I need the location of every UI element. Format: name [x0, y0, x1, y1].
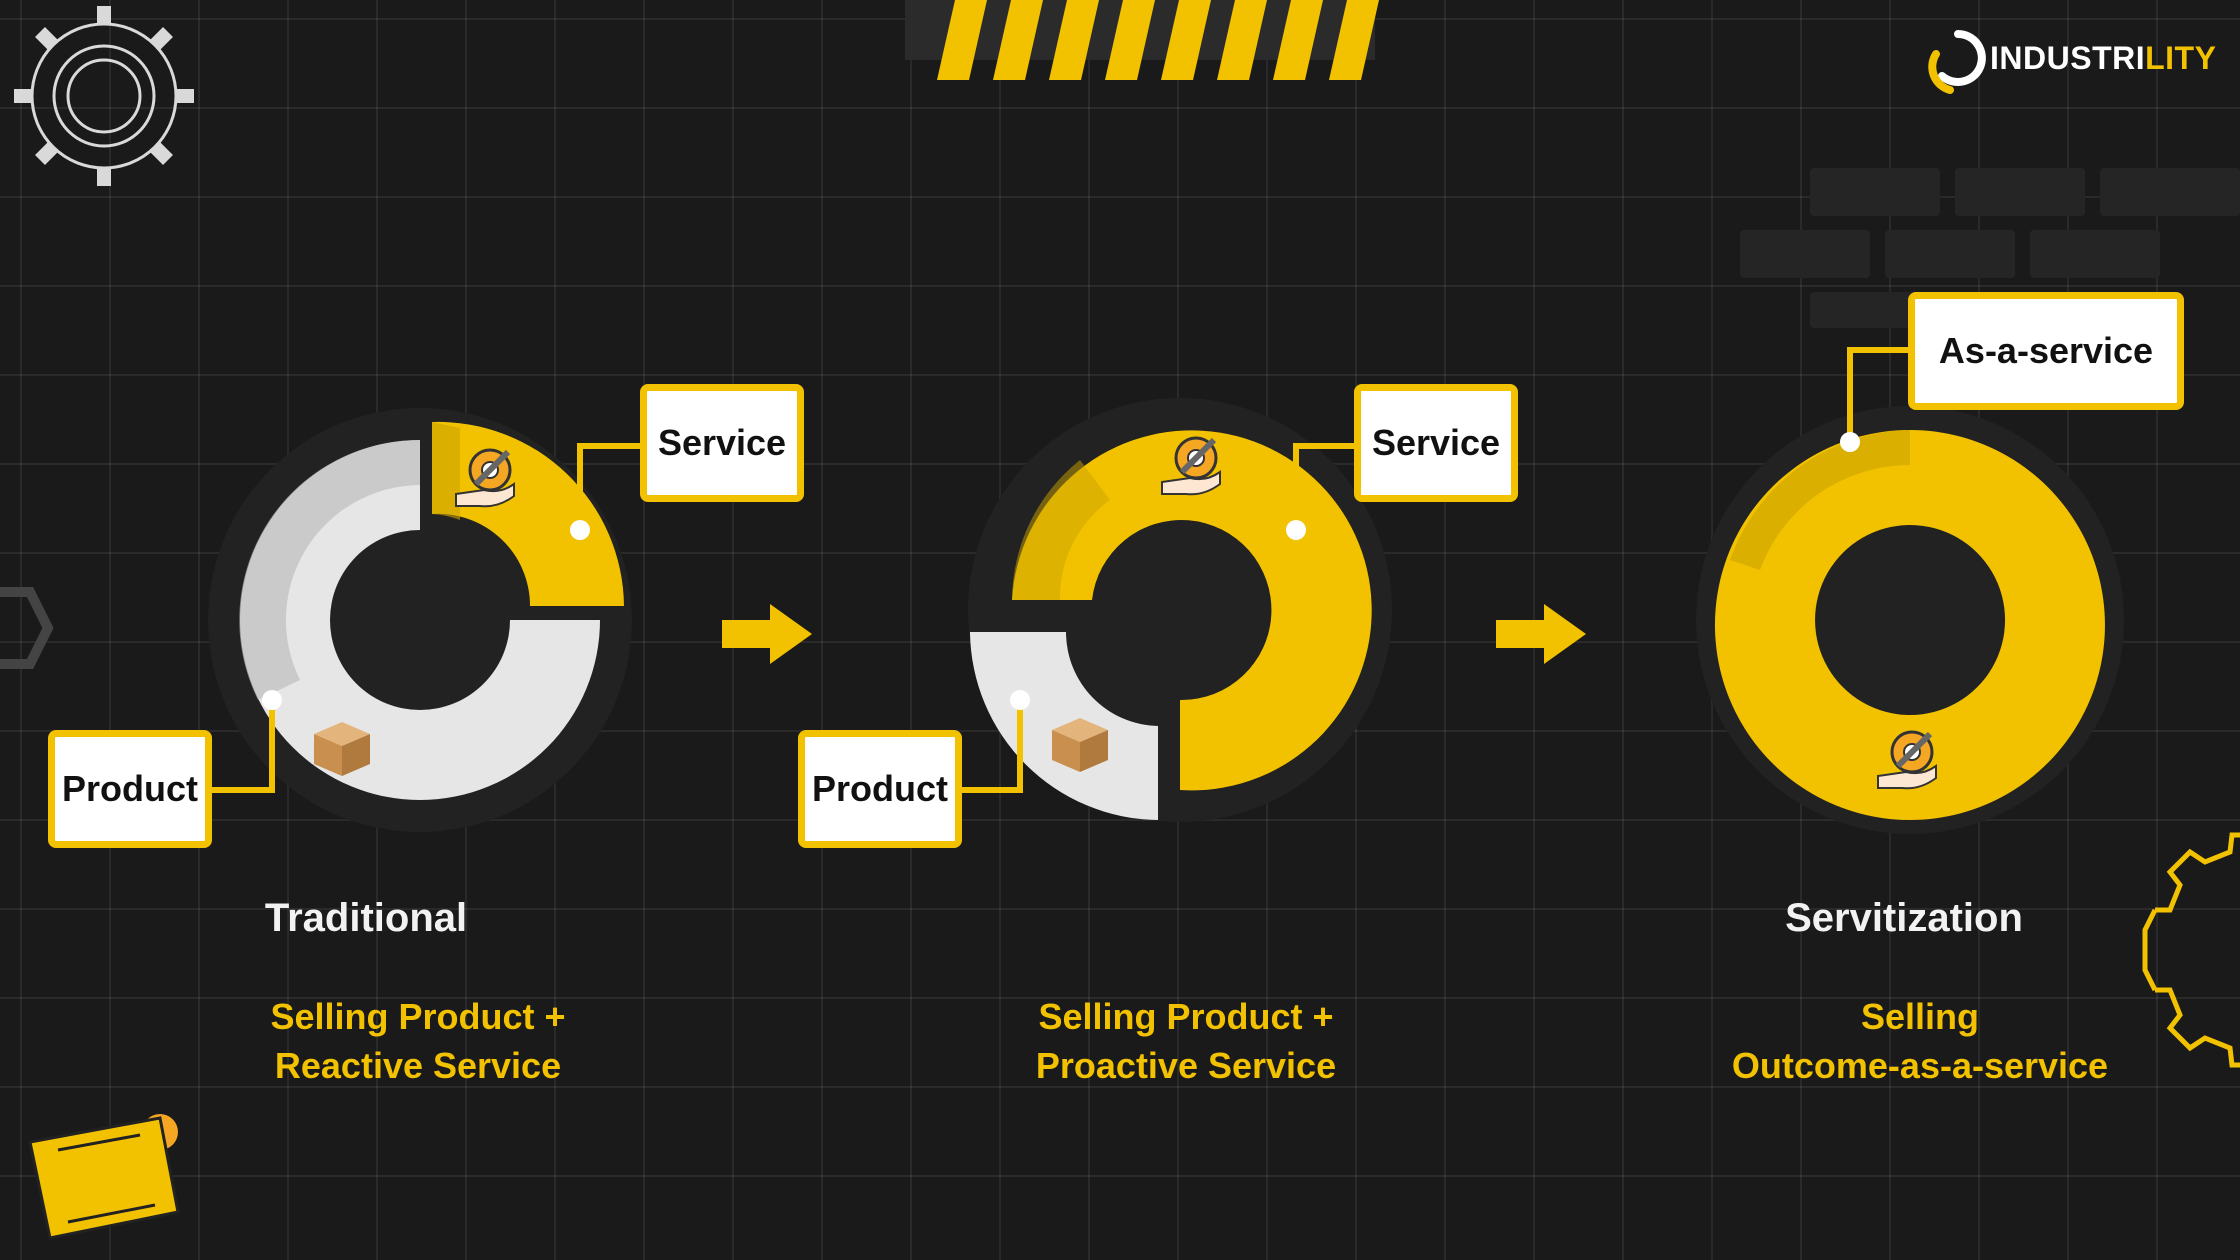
brand-name-accent: LITY [2145, 40, 2217, 76]
hexagon-decor [0, 587, 54, 669]
stage-proactive-donut [968, 398, 1392, 822]
service-ring [1714, 430, 2105, 821]
stage3-title: Servitization [1785, 896, 2023, 940]
service-segment [1012, 430, 1372, 791]
gear-wrench-hand-icon [1161, 436, 1221, 496]
product-marker [1010, 690, 1030, 710]
brand-name-main: INDUSTRI [1990, 40, 2146, 76]
gear-icon [14, 6, 194, 186]
connectors [210, 347, 1912, 793]
stage1-subtitle: Selling Product + Reactive Service [118, 992, 718, 1090]
cardboard-box-icon [1052, 718, 1108, 772]
stage3-as-a-service-label: As-a-service [1908, 292, 2184, 410]
service-marker [1286, 520, 1306, 540]
arrow-right-icon [722, 604, 812, 664]
stage1-subtitle-line1: Selling Product + [270, 996, 566, 1037]
stage2-service-label: Service [1354, 384, 1518, 502]
stage3-subtitle-line1: Selling [1860, 996, 1980, 1037]
hazard-stripes [905, 0, 1379, 80]
stage2-subtitle-line2: Proactive Service [1035, 1045, 1337, 1086]
stage-traditional-donut [208, 408, 632, 832]
stage1-title: Traditional [264, 896, 468, 940]
service-marker [570, 520, 590, 540]
as-a-service-marker [1840, 432, 1860, 452]
stage1-subtitle-line2: Reactive Service [274, 1045, 562, 1086]
gear-outline-icon [2142, 832, 2240, 1068]
cardboard-box-icon [314, 722, 370, 776]
stage2-subtitle: Selling Product + Proactive Service [886, 992, 1486, 1090]
gear-wrench-hand-icon [455, 448, 515, 508]
gear-wrench-hand-icon [1877, 730, 1937, 790]
industrility-logo-icon [1928, 30, 1986, 94]
stage2-product-label: Product [798, 730, 962, 848]
stage3-subtitle-line2: Outcome-as-a-service [1731, 1045, 2109, 1086]
stage3-subtitle: Selling Outcome-as-a-service [1620, 992, 2220, 1090]
stage1-service-label: Service [640, 384, 804, 502]
product-marker [262, 690, 282, 710]
faint-blocks [1740, 168, 2240, 328]
stage1-product-label: Product [48, 730, 212, 848]
stage2-subtitle-line1: Selling Product + [1038, 996, 1334, 1037]
arrow-right-icon [1496, 604, 1586, 664]
ticket-icon [28, 1114, 180, 1240]
stage-servitization-donut [1696, 406, 2124, 834]
brand-name: INDUSTRILITY [1990, 40, 2216, 77]
product-segment [240, 440, 600, 800]
